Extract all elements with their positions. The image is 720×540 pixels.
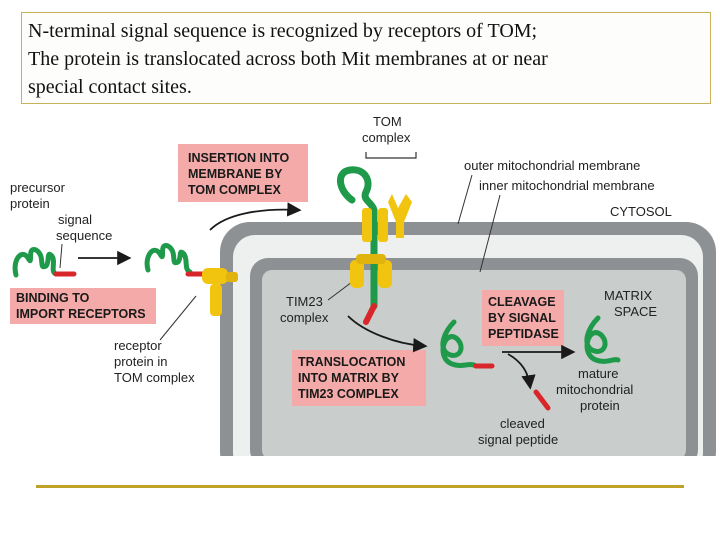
translocation-label-1: TRANSLOCATION xyxy=(298,355,405,369)
binding-box xyxy=(10,288,156,324)
matrix-protein-chain xyxy=(440,319,479,369)
cleaved-label-1: cleaved xyxy=(500,416,545,431)
translocating-signal-sequence xyxy=(363,303,377,325)
caption-line-3: special contact sites. xyxy=(28,76,192,98)
signal-label-2: sequence xyxy=(56,228,112,243)
cleavage-box xyxy=(482,290,564,346)
diagram-bottom-mask xyxy=(200,456,720,460)
translocation-label-2: INTO MATRIX BY xyxy=(298,371,400,385)
insertion-label-3: TOM COMPLEX xyxy=(188,183,281,197)
translocation-box xyxy=(292,350,426,406)
matrix-label-2: SPACE xyxy=(614,304,657,319)
cleavage-label-2: BY SIGNAL xyxy=(488,311,556,325)
translocating-protein-chain xyxy=(337,166,378,310)
receptor-label-1: receptor xyxy=(114,338,162,353)
mature-label-2: mitochondrial xyxy=(556,382,633,397)
receptor-label-3: TOM complex xyxy=(114,370,195,385)
insertion-label-1: INSERTION INTO xyxy=(188,151,289,165)
outer-membrane-label: outer mitochondrial membrane xyxy=(464,158,640,173)
insertion-arrow xyxy=(209,202,302,231)
tom-complex-bracket xyxy=(365,152,417,159)
tom-complex-label-2: complex xyxy=(362,130,411,145)
translocation-arrow xyxy=(347,315,428,353)
precursor-label-1: precursor xyxy=(10,180,66,195)
to-cleaved-arrow xyxy=(507,353,536,390)
insertion-box xyxy=(178,144,308,202)
insertion-label-2: MEMBRANE BY xyxy=(188,167,283,181)
receptor-pointer xyxy=(159,295,197,341)
receptor-protein xyxy=(202,268,238,316)
binding-label-1: BINDING TO xyxy=(16,291,90,305)
precursor-protein-chain xyxy=(12,247,59,278)
cleaved-label-2: signal peptide xyxy=(478,432,558,447)
caption-line-1: N-terminal signal sequence is recognized… xyxy=(28,20,538,42)
mature-label-3: protein xyxy=(580,398,620,413)
cleaved-signal-peptide xyxy=(533,389,551,411)
tim23-complex xyxy=(350,254,392,288)
bottom-rule xyxy=(36,485,684,488)
inner-membrane-pointer xyxy=(479,194,501,273)
receptor-label-2: protein in xyxy=(114,354,167,369)
precursor-label-2: protein xyxy=(10,196,50,211)
binding-label-2: IMPORT RECEPTORS xyxy=(16,307,146,321)
outer-membrane-pointer xyxy=(457,174,473,225)
tom-complex-label-1: TOM xyxy=(373,114,402,129)
caption-box: N-terminal signal sequence is recognized… xyxy=(21,12,711,104)
mature-protein-chain xyxy=(584,315,621,364)
mitochondrial-import-diagram: INSERTION INTO MEMBRANE BY TOM COMPLEX B… xyxy=(10,114,720,460)
mature-label-1: mature xyxy=(578,366,618,381)
tim23-pointer xyxy=(327,281,353,301)
cleavage-label-3: PEPTIDASE xyxy=(488,327,559,341)
matrix-label-1: MATRIX xyxy=(604,288,652,303)
cytosol-label: CYTOSOL xyxy=(610,204,672,219)
tom-complex xyxy=(362,194,412,242)
signal-pointer xyxy=(59,243,63,269)
tim23-label-1: TIM23 xyxy=(286,294,323,309)
tim23-label-2: complex xyxy=(280,310,329,325)
cleavage-label-1: CLEAVAGE xyxy=(488,295,556,309)
inner-membrane-label: inner mitochondrial membrane xyxy=(479,178,655,193)
signal-label-1: signal xyxy=(58,212,92,227)
caption-line-2: The protein is translocated across both … xyxy=(28,48,548,70)
bound-protein-chain xyxy=(144,243,193,275)
translocation-label-3: TIM23 COMPLEX xyxy=(298,387,399,401)
